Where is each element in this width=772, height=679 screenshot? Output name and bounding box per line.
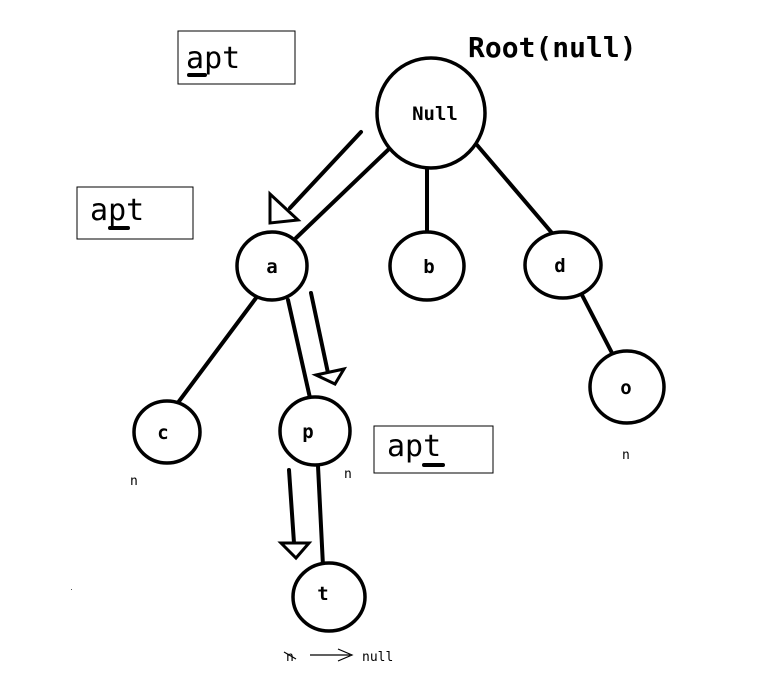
svg-text:apt: apt [186, 41, 240, 76]
legend-from: n [286, 650, 294, 665]
legend-strike [283, 651, 297, 660]
diagram-title: Root(null) [468, 31, 637, 64]
node-p: p [278, 395, 352, 467]
search-box-2: apt [76, 186, 194, 240]
svg-text:apt: apt [90, 193, 144, 228]
edge-p-t [316, 464, 325, 568]
end-marker-o: n [622, 448, 630, 463]
box3-prefix: ap [387, 429, 423, 464]
node-root: Null [375, 56, 487, 170]
node-o: o [588, 349, 666, 425]
box2-suffix: t [126, 193, 144, 228]
node-c-label: c [157, 422, 168, 444]
legend: n null [283, 648, 393, 665]
box1-highlight: a [186, 41, 204, 76]
node-a: a [235, 230, 309, 302]
box2-prefix: a [90, 193, 108, 228]
edge-root-a [294, 146, 392, 240]
legend-arrow-head [337, 648, 354, 662]
node-d: d [523, 230, 603, 300]
traversal-arrow-a-p [309, 291, 348, 386]
traversal-arrow-root-a [268, 130, 363, 225]
node-d-label: d [554, 255, 565, 277]
box2-highlight: p [108, 193, 126, 228]
search-box-1: apt [177, 30, 296, 85]
edge-a-p [286, 298, 312, 400]
edge-d-o [580, 293, 614, 355]
node-root-label: Null [412, 103, 458, 125]
traversal-arrow-p-t [277, 468, 313, 561]
node-a-label: a [266, 256, 277, 278]
legend-to: null [362, 650, 393, 665]
speck [71, 589, 72, 590]
edges [172, 143, 614, 568]
node-o-label: o [620, 377, 631, 399]
svg-text:apt: apt [387, 429, 441, 464]
edge-a-c [172, 296, 258, 410]
node-t-label: t [317, 583, 328, 605]
node-b-label: b [423, 256, 434, 278]
node-b: b [388, 230, 466, 302]
end-marker-c: n [130, 474, 138, 489]
node-c: c [132, 399, 202, 465]
box1-suffix: pt [204, 41, 240, 76]
end-marker-p: n [344, 467, 352, 482]
search-box-3: apt [373, 425, 494, 474]
node-t: t [291, 561, 367, 633]
edge-root-d [475, 143, 554, 235]
box3-highlight: t [423, 429, 441, 464]
node-p-label: p [302, 421, 313, 443]
